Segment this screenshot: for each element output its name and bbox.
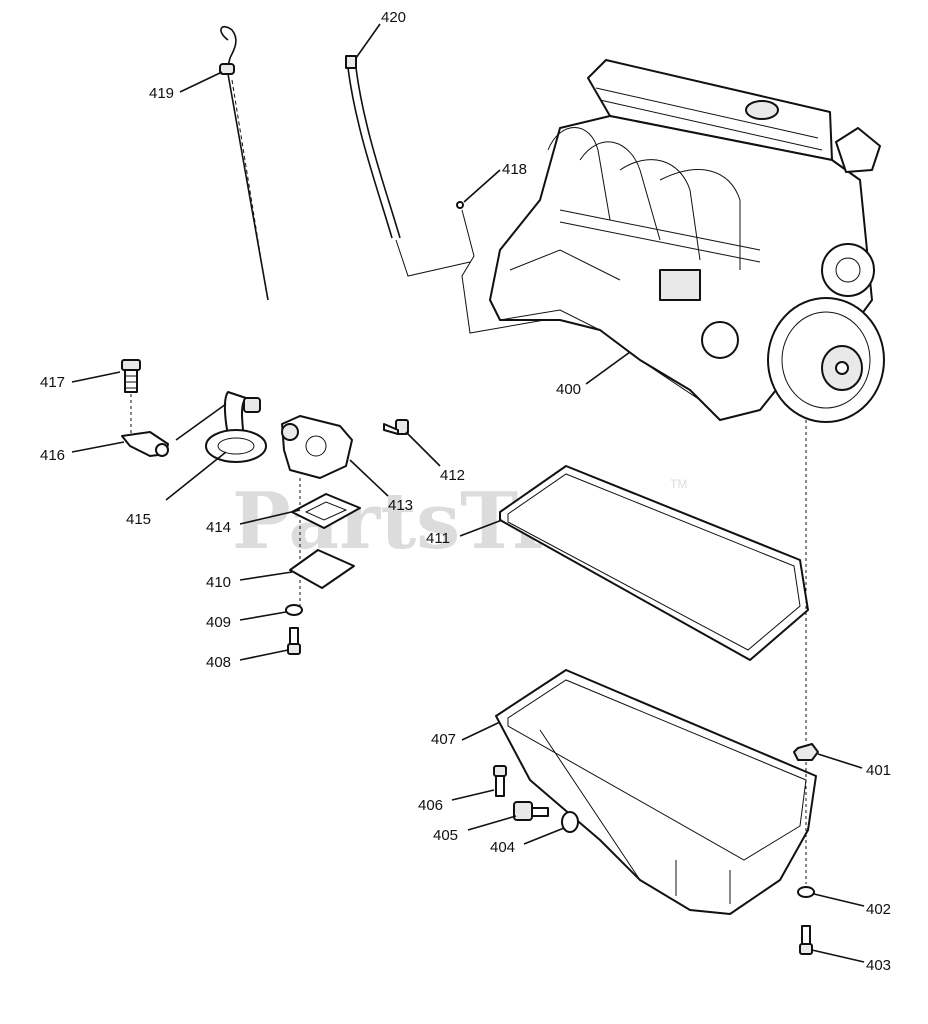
callout-407: 407 (431, 731, 456, 748)
callout-410: 410 (206, 574, 231, 591)
part-418-clip[interactable] (456, 201, 464, 209)
part-420-dipstick-tube[interactable] (345, 55, 401, 239)
callout-418: 418 (502, 161, 527, 178)
callout-415: 415 (126, 511, 151, 528)
callout-420: 420 (381, 9, 406, 26)
leader-lines (71, 23, 865, 963)
part-402-washer[interactable] (797, 886, 815, 898)
part-407-oil-pan[interactable] (495, 669, 817, 915)
callout-403: 403 (866, 957, 891, 974)
callout-409: 409 (206, 614, 231, 631)
part-415-oil-pickup[interactable] (205, 391, 267, 463)
callout-417: 417 (40, 374, 65, 391)
callout-408: 408 (206, 654, 231, 671)
callout-404: 404 (490, 839, 515, 856)
part-403-bolt[interactable] (799, 925, 813, 955)
part-410-cover-plate[interactable] (289, 549, 355, 589)
part-404-drain-gasket[interactable] (561, 811, 579, 833)
callout-416: 416 (40, 447, 65, 464)
connector-418-engine (461, 209, 557, 334)
callout-401: 401 (866, 762, 891, 779)
callout-411: 411 (426, 530, 450, 547)
callout-412: 412 (440, 467, 465, 484)
part-417-bolt[interactable] (121, 359, 141, 393)
connector-420-engine (395, 239, 471, 277)
part-412-bolt[interactable] (383, 419, 409, 435)
watermark-trademark: TM (670, 477, 687, 491)
callout-labels: 420 419 418 400 417 416 415 412 413 414 … (40, 9, 891, 974)
callout-400: 400 (556, 381, 581, 398)
callout-414: 414 (206, 519, 231, 536)
callout-406: 406 (418, 797, 443, 814)
part-406-bolt[interactable] (493, 765, 507, 797)
callout-419: 419 (149, 85, 174, 102)
callout-402: 402 (866, 901, 891, 918)
part-409-washer[interactable] (285, 604, 303, 616)
callout-413: 413 (388, 497, 413, 514)
part-414-gasket[interactable] (291, 493, 361, 529)
part-400-engine[interactable] (489, 59, 885, 423)
part-408-bolt[interactable] (287, 627, 301, 655)
part-419-dipstick[interactable] (219, 25, 269, 301)
part-416-bracket[interactable] (121, 431, 169, 457)
part-401-nut[interactable] (793, 743, 819, 761)
part-405-drain-plug[interactable] (513, 801, 549, 821)
part-413-oil-pump[interactable] (281, 415, 353, 479)
callout-405: 405 (433, 827, 458, 844)
